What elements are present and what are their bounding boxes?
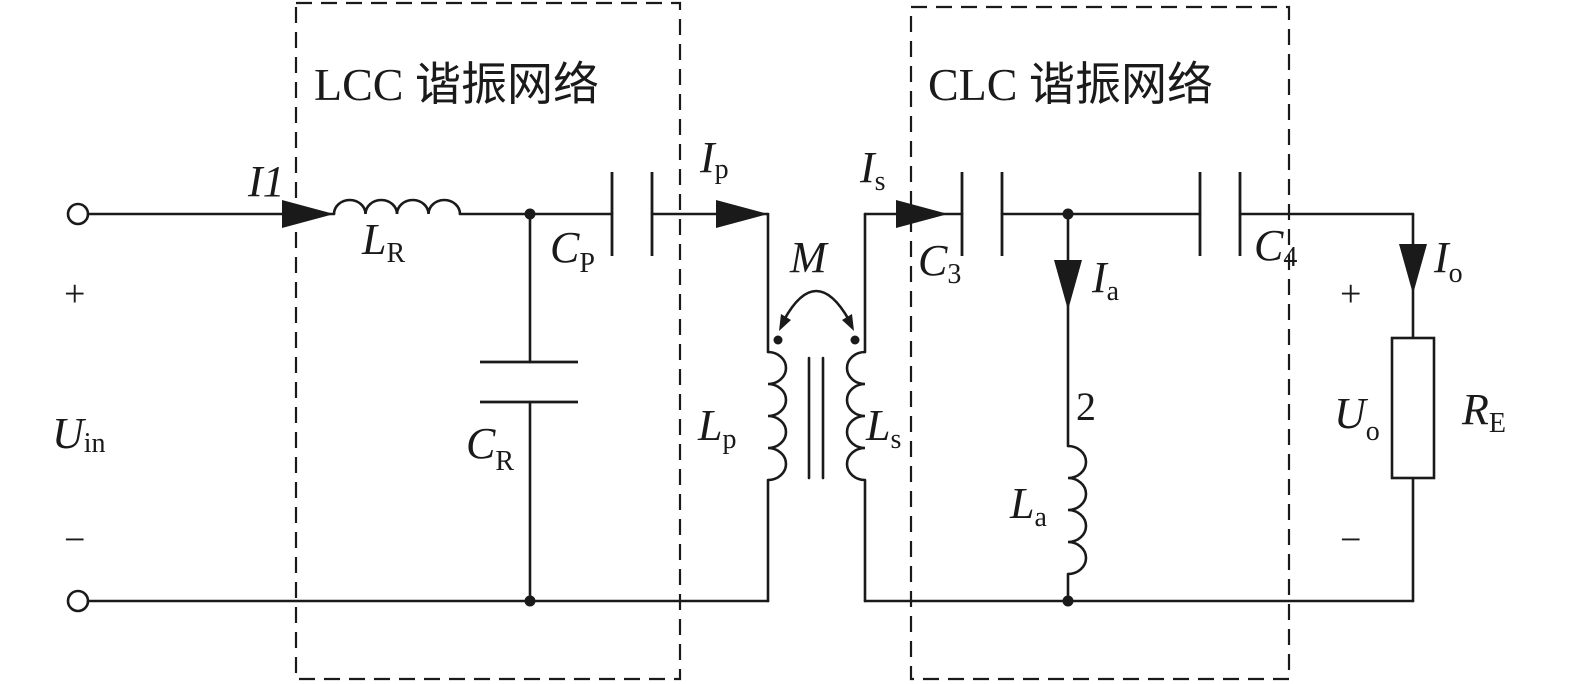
- label-i1: I1: [247, 157, 285, 206]
- capacitor-cr: [480, 360, 578, 404]
- label-c4: C4: [1254, 221, 1297, 273]
- current-arrow-io: [1399, 244, 1427, 294]
- label-ls: Ls: [865, 401, 901, 455]
- inductor-la: [1067, 444, 1088, 576]
- label-re: RE: [1461, 385, 1506, 439]
- label-ip: Ip: [699, 133, 729, 185]
- lcc-network-box: [294, 1, 682, 681]
- input-terminal-top: [66, 202, 90, 226]
- junction-dot: [1062, 595, 1074, 607]
- current-arrow-is: [896, 200, 948, 228]
- input-terminal-bottom: [66, 589, 90, 613]
- resistor-re: [1390, 336, 1436, 480]
- clc-network-title: CLC 谐振网络: [928, 59, 1213, 110]
- inductor-lr: [332, 198, 462, 215]
- junction-dot: [1062, 208, 1074, 220]
- label-uin: Uin: [52, 409, 106, 459]
- label-m: M: [789, 233, 829, 282]
- label-cr: CR: [466, 419, 514, 477]
- label-lp: Lp: [697, 401, 736, 455]
- label-c3: C3: [918, 236, 961, 290]
- clc-network-box: [909, 5, 1291, 681]
- label-uo: Uo: [1334, 389, 1380, 447]
- polarity-dot-primary: [773, 335, 783, 345]
- current-arrow-ip: [716, 200, 768, 228]
- label-is: Is: [859, 143, 886, 197]
- primary-wiring: [86, 212, 770, 603]
- output-plus-sign: +: [1340, 273, 1361, 315]
- current-arrow-ia: [1054, 260, 1082, 310]
- input-plus-sign: +: [64, 273, 85, 315]
- label-io: Io: [1433, 233, 1463, 289]
- inductor-ls: [845, 350, 866, 482]
- junction-dot: [524, 208, 536, 220]
- polarity-dot-secondary: [850, 335, 860, 345]
- junction-dot: [524, 595, 536, 607]
- output-minus-sign: −: [1340, 519, 1361, 561]
- lcc-network-title: LCC 谐振网络: [314, 59, 599, 110]
- label-la: La: [1009, 479, 1047, 533]
- capacitor-c3: [960, 172, 1004, 256]
- capacitor-cp: [610, 172, 654, 256]
- capacitor-c4: [1198, 172, 1242, 256]
- label-ia: Ia: [1091, 253, 1120, 307]
- inductor-lp: [767, 350, 788, 482]
- label-lr: LR: [361, 215, 405, 269]
- mutual-inductance-arc: [779, 289, 854, 331]
- input-minus-sign: −: [64, 519, 85, 561]
- current-arrow-i1: [282, 200, 334, 228]
- transformer-core: [807, 356, 825, 480]
- label-cp: CP: [550, 223, 595, 279]
- label-two: 2: [1076, 384, 1096, 429]
